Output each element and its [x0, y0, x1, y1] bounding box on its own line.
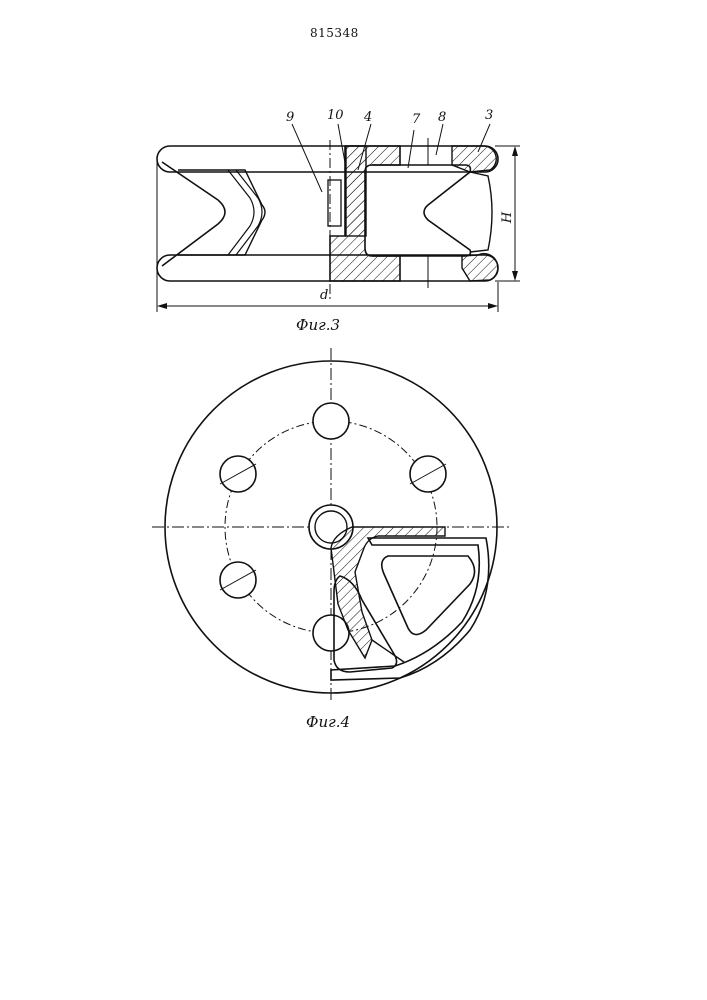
leader-9 [292, 124, 322, 192]
label-7: 7 [412, 112, 420, 127]
left-v-groove-offset [228, 170, 254, 255]
dim-h-arrow-top [512, 146, 518, 156]
rim-top [157, 146, 498, 172]
dim-d-arrow-right [488, 303, 498, 309]
label-4: 4 [364, 110, 372, 125]
figure-4-caption: Фиг.4 [306, 713, 350, 731]
hub-inner-web [346, 146, 366, 236]
left-v-groove-inner [178, 170, 265, 255]
label-10: 10 [327, 108, 344, 123]
figure-3-caption: Фиг.3 [296, 316, 340, 334]
left-v-groove [162, 162, 225, 266]
rim-section-right-top [452, 146, 496, 172]
left-v-groove-offset2 [236, 170, 262, 255]
dim-h-arrow-bottom [512, 271, 518, 281]
label-9: 9 [286, 110, 294, 125]
rim-bottom [157, 255, 498, 281]
label-8: 8 [438, 110, 446, 125]
label-3: 3 [485, 108, 493, 123]
right-v-outer [470, 172, 492, 252]
figure-3-drawing [0, 0, 707, 340]
right-cavity [372, 165, 470, 256]
dimension-h-label: H [500, 212, 515, 223]
rim-section-right-bottom [462, 254, 498, 281]
figure-4-drawing [0, 340, 707, 740]
leader-8 [436, 124, 443, 155]
bolt-hole [313, 403, 349, 439]
dim-d-arrow-left [157, 303, 167, 309]
dimension-d-label: d [320, 288, 328, 303]
leader-7 [408, 130, 414, 168]
